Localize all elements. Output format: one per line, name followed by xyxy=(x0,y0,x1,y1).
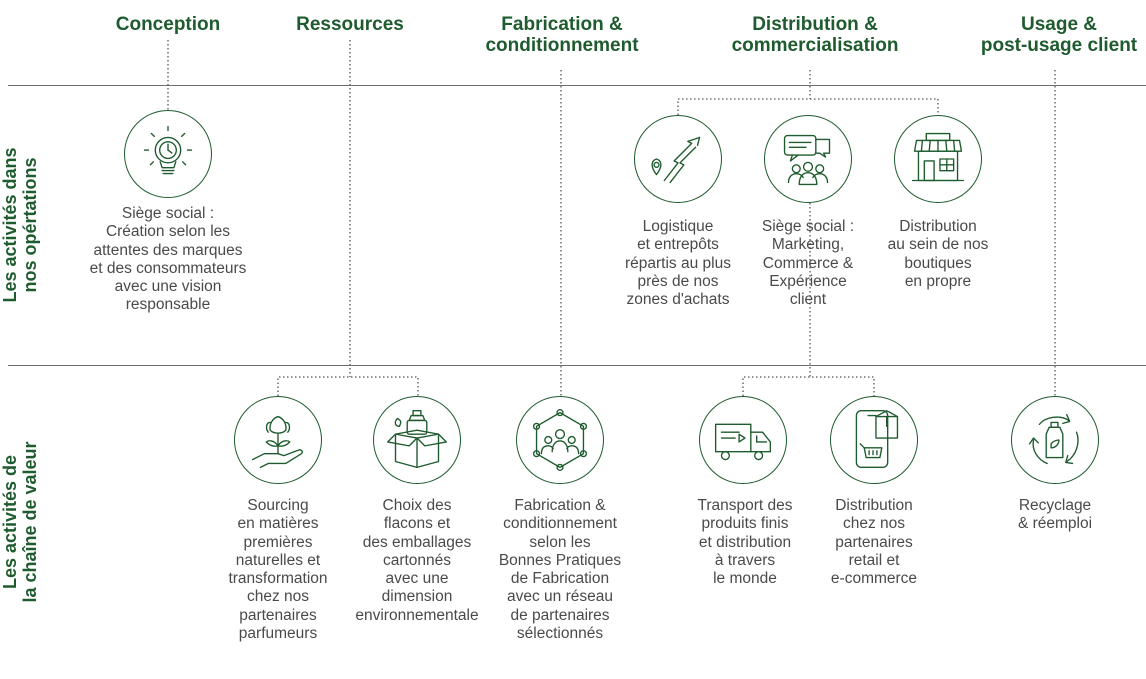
caption-fabrication: Fabrication & conditionnement selon les … xyxy=(498,497,622,643)
caption-boutiques: Distribution au sein de nos boutiques en… xyxy=(887,218,989,290)
bottle-box-icon xyxy=(373,396,461,484)
middle-divider xyxy=(8,365,1146,366)
route-pin-icon xyxy=(634,115,722,203)
flower-hand-icon xyxy=(234,396,322,484)
network-people-icon xyxy=(516,396,604,484)
caption-sourcing: Sourcing en matières premières naturelle… xyxy=(228,497,328,643)
header-distribution: Distribution & commercialisation xyxy=(731,14,899,56)
top-divider xyxy=(8,85,1146,86)
header-ressources: Ressources xyxy=(296,14,404,35)
row-label-value-chain: Les activités de la chaîne de valeur xyxy=(0,441,40,603)
caption-transport: Transport des produits finis et distribu… xyxy=(697,497,793,588)
caption-flacons: Choix des flacons et des emballages cart… xyxy=(355,497,479,624)
caption-recyclage: Recyclage & réemploi xyxy=(1017,497,1093,533)
caption-logistique: Logistique et entrepôts répartis au plus… xyxy=(625,218,731,309)
header-usage: Usage & post-usage client xyxy=(980,14,1138,56)
lightbulb-icon xyxy=(124,110,212,198)
header-fabrication: Fabrication & conditionnement xyxy=(485,14,639,56)
caption-siege-marketing: Siège social : Marketing, Commerce & Exp… xyxy=(761,218,855,309)
header-conception: Conception xyxy=(115,14,221,35)
caption-siege-creation: Siège social : Création selon les attent… xyxy=(89,205,247,314)
recycle-bottle-icon xyxy=(1011,396,1099,484)
caption-ecommerce: Distribution chez nos partenaires retail… xyxy=(830,497,918,588)
row-label-operations: Les activités dans nos opértations xyxy=(0,147,40,303)
truck-icon xyxy=(699,396,787,484)
storefront-icon xyxy=(894,115,982,203)
phone-cart-icon xyxy=(830,396,918,484)
chat-people-icon xyxy=(764,115,852,203)
